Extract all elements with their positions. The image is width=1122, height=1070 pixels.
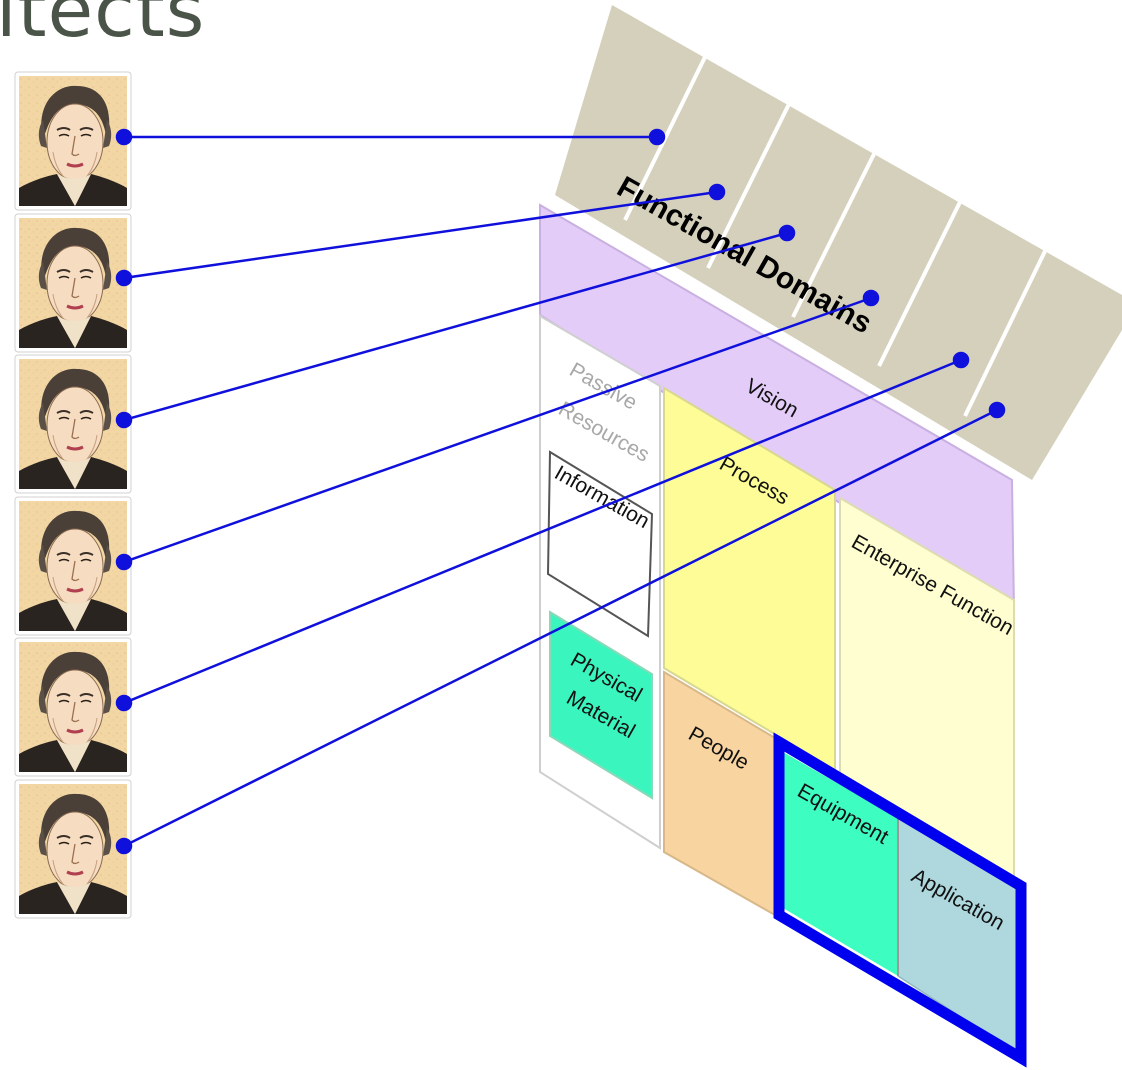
connector-6 xyxy=(115,401,1006,855)
connector-3 xyxy=(115,224,796,429)
architect-portrait-1 xyxy=(14,71,132,211)
domain-column-dividers xyxy=(623,54,1050,417)
connector-1 xyxy=(115,128,666,146)
architect-connectors xyxy=(115,128,1006,855)
page-title: itects xyxy=(0,0,206,54)
architect-portrait-5 xyxy=(14,637,132,777)
domain-strip-band xyxy=(555,5,1122,480)
connector-4 xyxy=(115,289,880,571)
architect-portraits xyxy=(14,71,132,919)
information-block xyxy=(546,450,654,638)
architect-portrait-3 xyxy=(14,354,132,494)
connector-5 xyxy=(115,351,970,712)
architect-portrait-6 xyxy=(14,779,132,919)
connector-2 xyxy=(115,183,726,287)
physical-material-block xyxy=(549,610,653,800)
equipment-block xyxy=(783,752,898,976)
architect-portrait-4 xyxy=(14,496,132,636)
architect-portrait-2 xyxy=(14,213,132,353)
equipment-application-highlight xyxy=(773,732,1027,1068)
